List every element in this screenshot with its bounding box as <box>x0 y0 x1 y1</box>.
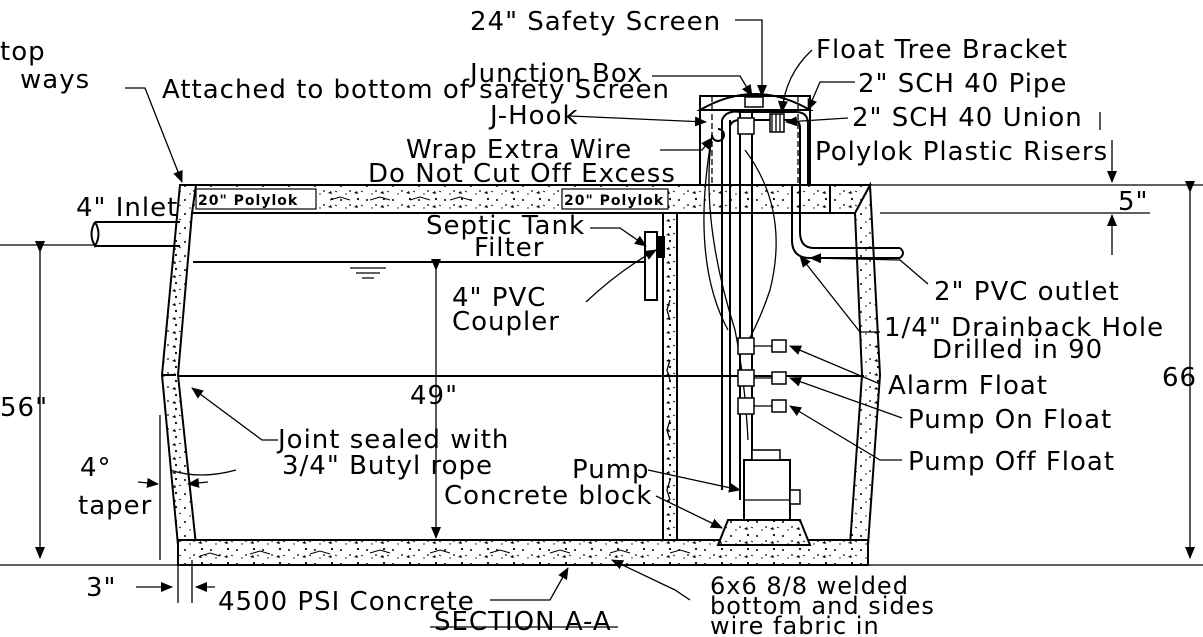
label-sch40-union: 2" SCH 40 Union <box>852 103 1083 133</box>
concrete-block <box>716 519 812 546</box>
label-polylok-cover-1: 20" Polylok <box>198 193 298 209</box>
label-septic-filter-1: Septic Tank <box>426 211 585 241</box>
label-welded-2: bottom and sides <box>710 592 935 620</box>
taper-arrows-2 <box>187 477 209 488</box>
label-coupler-1: 4" PVC <box>452 283 546 313</box>
label-concrete-psi: 4500 PSI Concrete <box>218 587 475 617</box>
label-taper-deg: 4° <box>80 453 112 483</box>
label-drainback-2: Drilled in 90 <box>932 335 1103 365</box>
rebar-fabric <box>199 196 691 557</box>
label-dim-66: 66 <box>1162 363 1197 393</box>
label-welded-3: wire fabric in <box>710 612 880 637</box>
pump-off-float <box>737 397 787 415</box>
inlet-pipe <box>90 221 180 248</box>
tank-left-wall <box>160 184 198 546</box>
label-dim-49: 49" <box>410 381 458 411</box>
dim-3-ticks <box>177 560 193 603</box>
leaders <box>125 19 1101 628</box>
label-inlet: 4" Inlet <box>76 193 178 223</box>
label-welded-1: 6x6 8/8 welded <box>710 572 909 600</box>
junction-box <box>744 96 764 108</box>
float-tree <box>737 112 785 500</box>
label-j-hook: J-Hook <box>488 101 579 131</box>
label-pvc-outlet: 2" PVC outlet <box>934 277 1120 307</box>
taper-arrows <box>137 477 159 488</box>
label-drainback-1: 1/4" Drainback Hole <box>884 313 1164 343</box>
label-pump-off-float: Pump Off Float <box>908 447 1115 477</box>
label-dim-3: 3" <box>86 573 117 603</box>
label-do-not-cut: Do Not Cut Off Excess <box>368 159 676 189</box>
label-septic-filter-2: Filter <box>474 233 544 263</box>
label-coupler-2: Coupler <box>452 307 560 337</box>
label-joint-1: Joint sealed with <box>276 425 509 455</box>
tank-right-wall <box>848 181 882 546</box>
label-alarm-float: Alarm Float <box>888 371 1048 401</box>
water-symbol <box>350 267 386 279</box>
label-ways: ways <box>20 65 90 95</box>
pump <box>743 449 801 521</box>
label-dim-5: 5" <box>1118 187 1149 217</box>
label-pump-on-float: Pump On Float <box>908 405 1112 435</box>
label-section: SECTION A-A <box>434 607 612 637</box>
label-junction-box: Junction Box <box>468 59 643 89</box>
alarm-float <box>737 337 787 355</box>
taper-lines <box>159 415 237 560</box>
label-wrap-wire: Wrap Extra Wire <box>406 135 632 165</box>
label-float-tree-bracket: Float Tree Bracket <box>816 35 1068 65</box>
label-top: top <box>0 37 46 67</box>
label-dim-56: 56" <box>0 393 48 423</box>
label-sch40-pipe: 2" SCH 40 Pipe <box>858 69 1067 99</box>
label-pump: Pump <box>572 455 650 485</box>
label-concrete-block: Concrete block <box>444 481 652 511</box>
label-taper: taper <box>78 491 152 521</box>
discharge-pipe <box>721 110 904 490</box>
pump-on-float <box>737 369 787 387</box>
label-polylok-risers: Polylok Plastic Risers <box>815 137 1108 167</box>
tank-corner-right <box>829 184 872 214</box>
label-attached: Attached to bottom of safety Screen <box>162 75 670 105</box>
label-joint-2: 3/4" Butyl rope <box>282 451 493 481</box>
pvc-coupler <box>657 236 665 258</box>
septic-tank-filter <box>644 231 658 301</box>
tank-lid <box>179 184 871 214</box>
label-polylok-cover-2: 20" Polylok <box>564 193 664 209</box>
label-safety-screen: 24" Safety Screen <box>470 7 721 37</box>
